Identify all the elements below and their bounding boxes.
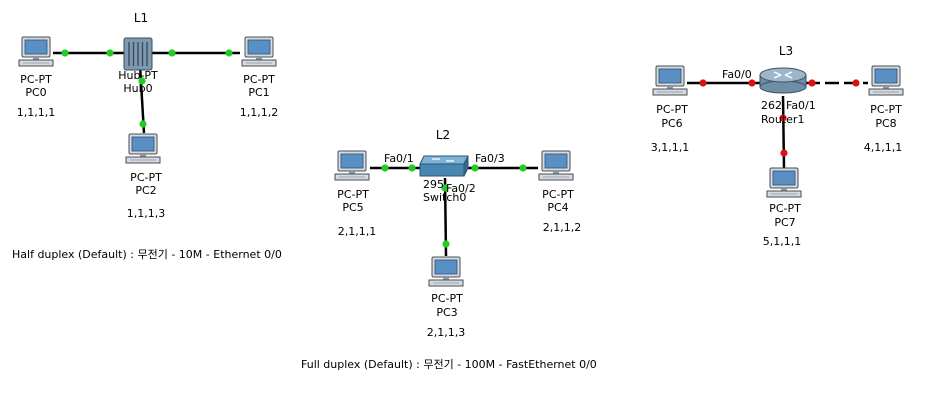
- group-label-l2: L2: [435, 128, 451, 142]
- pc6-name: PC6: [661, 117, 683, 130]
- pc5-name: PC5: [342, 201, 364, 214]
- pc2-icon[interactable]: [125, 133, 161, 164]
- dot-pc5: [381, 164, 389, 172]
- dot-router1-down: [779, 114, 787, 122]
- devices-layer: [18, 36, 904, 287]
- link-status-layer: [61, 49, 860, 248]
- pc7-icon[interactable]: [766, 167, 802, 198]
- router1-name: Router1: [761, 113, 805, 126]
- pc3-ip: 2,1,1,3: [426, 326, 466, 339]
- dot-pc4: [519, 164, 527, 172]
- pc2-name: PC2: [135, 184, 157, 197]
- pc6-icon[interactable]: [652, 65, 688, 96]
- dot-router1-right: [808, 79, 816, 87]
- pc8-icon[interactable]: [868, 65, 904, 96]
- pc2-type: PC-PT: [130, 171, 162, 184]
- pc6-ip: 3,1,1,1: [650, 141, 690, 154]
- pc3-icon[interactable]: [428, 256, 464, 287]
- pc7-type: PC-PT: [769, 202, 801, 215]
- switch0-icon[interactable]: [419, 155, 469, 177]
- pc5-ip: 2,1,1,1: [337, 225, 377, 238]
- pc0-name: PC0: [25, 86, 47, 99]
- dot-router1-left: [748, 79, 756, 87]
- pc0-ip: 1,1,1,1: [16, 106, 56, 119]
- pc1-icon[interactable]: [241, 36, 277, 67]
- pc7-ip: 5,1,1,1: [762, 235, 802, 248]
- pc1-type: PC-PT: [243, 73, 275, 86]
- pc4-icon[interactable]: [538, 150, 574, 181]
- pc3-name: PC3: [436, 306, 458, 319]
- links-layer: [53, 51, 868, 257]
- dot-switch0-down: [441, 184, 449, 192]
- router-port-fa00: Fa0/0: [722, 68, 752, 81]
- pc1-name: PC1: [248, 86, 270, 99]
- hub0-icon[interactable]: [123, 37, 153, 71]
- dot-pc6: [699, 79, 707, 87]
- pc1-ip: 1,1,1,2: [239, 106, 279, 119]
- pc8-name: PC8: [875, 117, 897, 130]
- dot-pc0: [61, 49, 69, 57]
- half-duplex-note: Half duplex (Default) : 무전기 - 10M - Ethe…: [12, 248, 282, 261]
- pc4-ip: 2,1,1,2: [542, 221, 582, 234]
- dot-switch0-left: [408, 164, 416, 172]
- pc4-name: PC4: [547, 201, 569, 214]
- dot-pc8: [852, 79, 860, 87]
- pc3-type: PC-PT: [431, 292, 463, 305]
- dot-pc1: [225, 49, 233, 57]
- pc0-icon[interactable]: [18, 36, 54, 67]
- switch0-name: Switch0: [423, 191, 467, 204]
- dot-pc2: [139, 120, 147, 128]
- dot-pc7: [780, 149, 788, 157]
- switch-port-fa02: Fa0/2: [446, 182, 476, 195]
- pc6-type: PC-PT: [656, 103, 688, 116]
- switch0-type: 295: [423, 178, 444, 191]
- pc8-ip: 4,1,1,1: [863, 141, 903, 154]
- pc0-type: PC-PT: [20, 73, 52, 86]
- router1-icon[interactable]: [759, 67, 807, 94]
- pc5-icon[interactable]: [334, 150, 370, 181]
- pc4-type: PC-PT: [542, 188, 574, 201]
- pc7-name: PC7: [774, 216, 796, 229]
- dot-pc3: [442, 240, 450, 248]
- group-label-l3: L3: [778, 44, 794, 58]
- switch-port-fa01: Fa0/1: [384, 152, 414, 165]
- router1-type: 262: [761, 99, 782, 112]
- group-label-l1: L1: [133, 11, 149, 25]
- dot-switch0-right: [471, 164, 479, 172]
- hub0-type: Hub-PT: [118, 69, 158, 82]
- router-port-fa01: Fa0/1: [786, 99, 816, 112]
- dot-hub0-down: [138, 77, 146, 85]
- switch-port-fa03: Fa0/3: [475, 152, 505, 165]
- full-duplex-note: Full duplex (Default) : 무전기 - 100M - Fas…: [301, 358, 597, 371]
- dot-hub0-left: [106, 49, 114, 57]
- pc8-type: PC-PT: [870, 103, 902, 116]
- pc5-type: PC-PT: [337, 188, 369, 201]
- dot-hub0-right: [168, 49, 176, 57]
- link-router1-pc7: [781, 95, 786, 169]
- hub0-name: Hub0: [123, 82, 153, 95]
- pc2-ip: 1,1,1,3: [126, 207, 166, 220]
